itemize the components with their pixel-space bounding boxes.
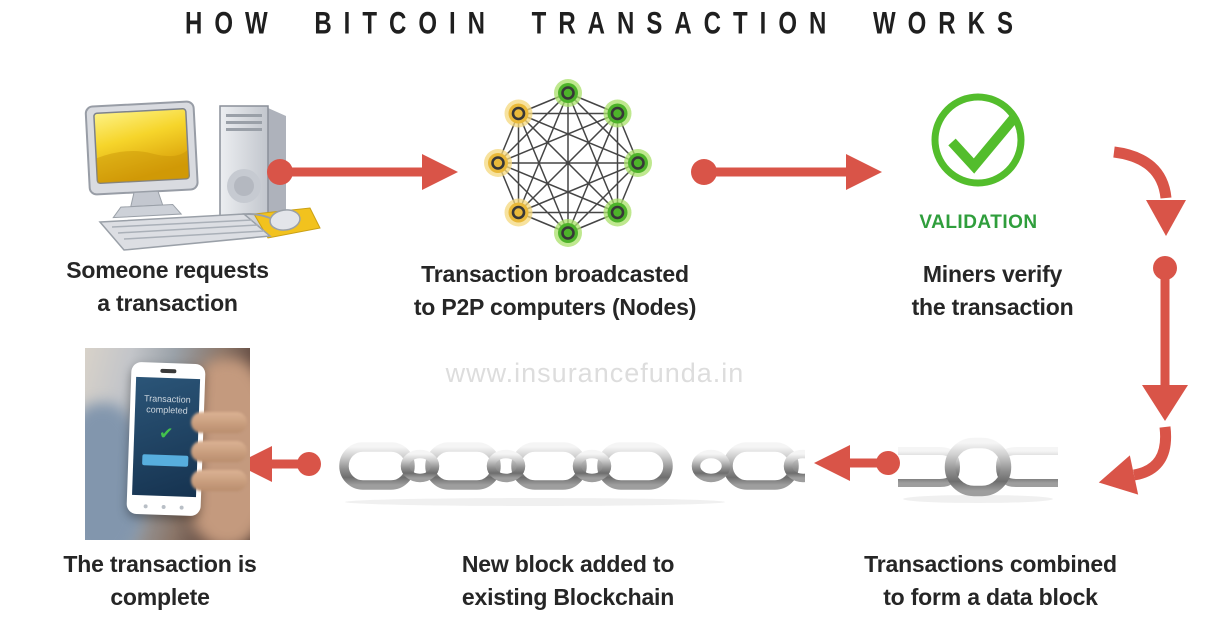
node-green-icon <box>624 149 652 177</box>
label-broadcast-line2: to P2P computers (Nodes) <box>413 294 697 320</box>
label-broadcast: Transaction broadcasted to P2P computers… <box>385 258 725 324</box>
node-yellow-icon <box>484 149 512 177</box>
label-request-line1: Someone requests <box>66 257 269 283</box>
phone-nav-bar <box>143 504 184 510</box>
label-verify-line2: the transaction <box>911 294 1074 320</box>
label-verify-line1: Miners verify <box>922 261 1063 287</box>
computer-keyboard <box>98 213 272 251</box>
photo-finger <box>191 412 247 433</box>
label-combine-line1: Transactions combined <box>864 551 1117 577</box>
blockchain-chain-illustration <box>335 428 805 506</box>
validation-check-icon <box>931 93 1025 187</box>
photo-finger <box>191 441 247 462</box>
phone-confirmation-photo: Transaction completed ✔ <box>85 348 250 540</box>
page-title: HOW BITCOIN TRANSACTION WORKS <box>185 6 1025 42</box>
label-add-block-line2: existing Blockchain <box>461 584 675 610</box>
node-green-icon <box>554 219 582 247</box>
label-request-line2: a transaction <box>97 290 238 316</box>
p2p-network-graph <box>484 79 652 247</box>
node-yellow-icon <box>504 99 533 128</box>
phone-screen: Transaction completed ✔ <box>132 376 201 498</box>
label-complete-line1: The transaction is <box>63 551 257 577</box>
arrow-broadcast-to-verify-icon <box>691 154 882 190</box>
data-block-chain-illustration <box>898 437 1058 503</box>
phone-speaker <box>160 368 177 374</box>
phone-screen-title-line2: completed <box>146 404 188 416</box>
node-yellow-icon <box>504 198 533 227</box>
node-green-icon <box>554 79 582 107</box>
label-broadcast-line1: Transaction broadcasted <box>421 261 689 287</box>
arrow-addblock-to-complete-icon <box>236 446 321 482</box>
label-add-block-line1: New block added to <box>461 551 675 577</box>
arrow-request-to-broadcast-icon <box>267 154 458 190</box>
network-edges <box>497 92 639 234</box>
arrow-combine-to-addblock-icon <box>814 445 900 481</box>
computer-monitor <box>84 100 199 219</box>
label-combine: Transactions combined to form a data blo… <box>818 548 1163 614</box>
curved-arrow-left-icon <box>1098 426 1172 495</box>
phone-screen-button <box>142 454 189 467</box>
watermark: www.insurancefunda.in <box>445 358 745 388</box>
smartphone: Transaction completed ✔ <box>126 361 206 517</box>
label-combine-line2: to form a data block <box>883 584 1098 610</box>
photo-finger <box>191 470 247 491</box>
node-green-icon <box>603 198 632 227</box>
label-add-block: New block added to existing Blockchain <box>398 548 738 614</box>
arrow-verify-to-combine-icon <box>1142 256 1188 421</box>
checkmark-icon: ✔ <box>158 423 174 444</box>
label-complete: The transaction is complete <box>10 548 310 614</box>
computer-mouse <box>225 209 301 231</box>
label-complete-line2: complete <box>110 584 210 610</box>
curved-arrow-down-icon <box>1113 146 1186 236</box>
desktop-computer-illustration <box>84 100 321 251</box>
label-verify: Miners verify the transaction <box>885 258 1100 324</box>
label-request: Someone requests a transaction <box>20 254 315 320</box>
node-green-icon <box>603 99 632 128</box>
validation-badge: VALIDATION <box>919 212 1038 233</box>
